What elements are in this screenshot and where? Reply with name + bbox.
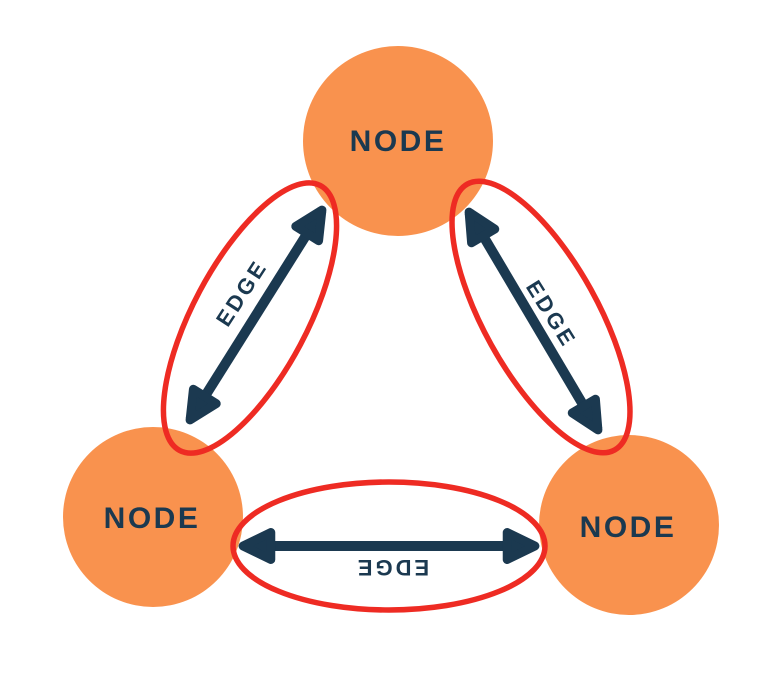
node-label: NODE xyxy=(350,125,447,158)
node-label: NODE xyxy=(104,502,201,535)
node-circle xyxy=(63,427,243,607)
node-top: NODE xyxy=(303,46,493,236)
edge-label-left: EDGE xyxy=(211,255,272,331)
edge-arrow-right xyxy=(464,207,603,435)
edge-label-bottom: EDGE xyxy=(355,555,429,580)
node-circle xyxy=(303,46,493,236)
node-bottom-left: NODE xyxy=(63,427,243,607)
edge-highlight-ellipse-bottom xyxy=(230,479,548,613)
node-label: NODE xyxy=(580,511,677,544)
edge-arrow-left xyxy=(185,205,327,425)
node-bottom-right: NODE xyxy=(539,435,719,615)
node-circle xyxy=(539,435,719,615)
